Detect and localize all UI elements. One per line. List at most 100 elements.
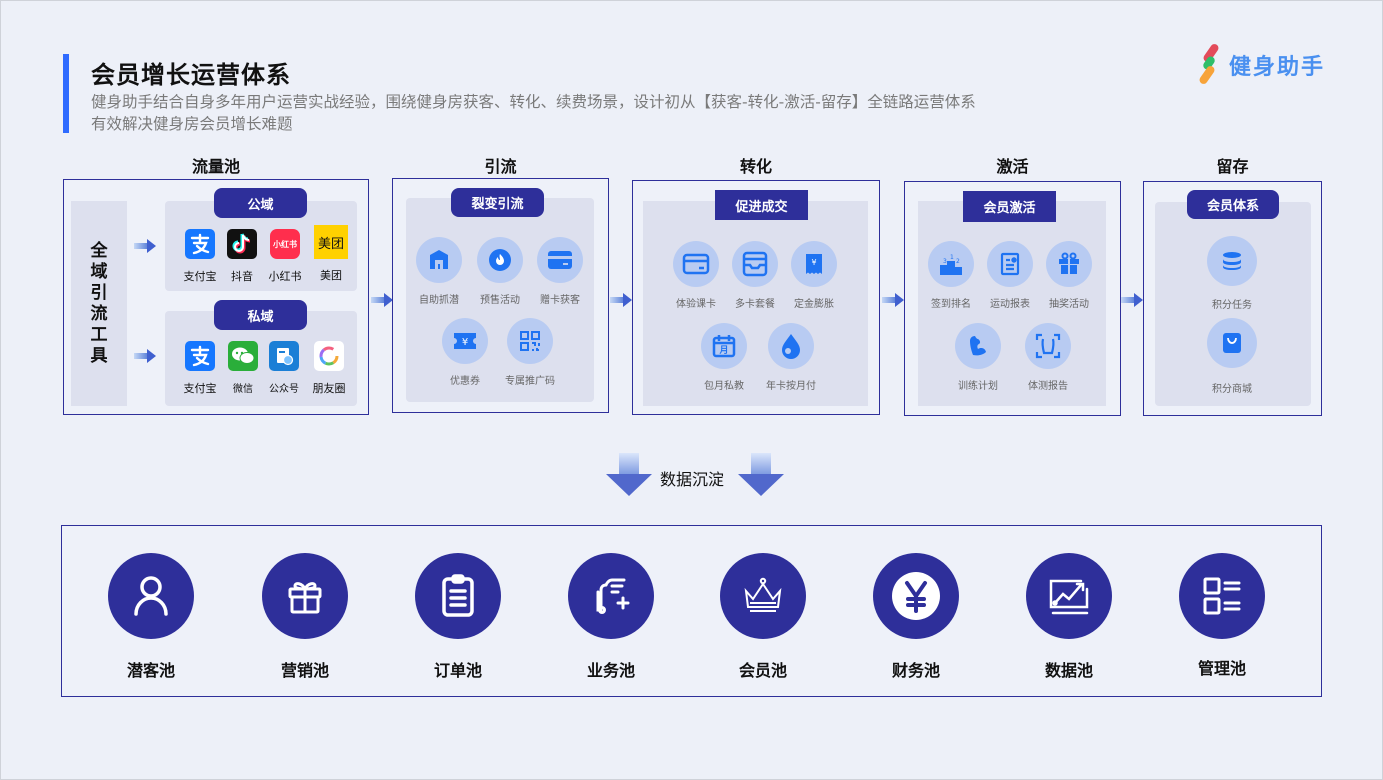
arrow-right-icon: [134, 239, 156, 253]
feature-trial-card[interactable]: 体验课卡: [661, 241, 731, 310]
drop-icon: [768, 323, 814, 369]
card-icon: [537, 237, 583, 283]
pool-label: 订单池: [433, 661, 482, 680]
app-official-account[interactable]: 公众号: [259, 341, 309, 395]
douyin-icon: [227, 229, 257, 259]
app-alipay-public[interactable]: 支付宝: [175, 229, 225, 284]
tool-char: 具: [90, 345, 108, 366]
feature-self-capture[interactable]: 自助抓潜: [404, 237, 474, 306]
feature-coupon[interactable]: ¥ 优惠券: [430, 318, 500, 387]
pool-members[interactable]: 会员池: [708, 553, 818, 681]
arrow-right-icon: [610, 293, 632, 307]
feature-points-task[interactable]: 积分任务: [1197, 236, 1267, 311]
feature-lottery[interactable]: 抽奖活动: [1034, 241, 1104, 310]
feature-body-test[interactable]: 体测报告: [1013, 323, 1083, 392]
coupon-icon: ¥: [442, 318, 488, 364]
arrow-right-icon: [1121, 293, 1143, 307]
feature-gift-card[interactable]: 赠卡获客: [525, 237, 595, 306]
app-label: 朋友圈: [312, 382, 346, 395]
brand-logo: 健身助手: [1197, 42, 1326, 86]
business-icon: [568, 553, 654, 639]
retain-pill: 会员体系: [1187, 190, 1279, 219]
gift-icon: [1046, 241, 1092, 287]
svg-text:¥: ¥: [462, 337, 468, 348]
pool-orders[interactable]: 订单池: [403, 553, 513, 681]
app-label: 抖音: [231, 270, 253, 283]
list-grid-icon: [1179, 553, 1265, 639]
omni-channel-tool-label: 全 域 引 流 工 具: [71, 201, 127, 406]
app-douyin[interactable]: 抖音: [217, 229, 267, 284]
stage-heading-convert: 转化: [739, 157, 772, 176]
pool-label: 财务池: [891, 661, 940, 680]
feature-label: 签到排名: [931, 299, 971, 310]
pool-business[interactable]: 业务池: [556, 553, 666, 681]
svg-text:3: 3: [943, 258, 947, 265]
svg-text:月: 月: [718, 345, 728, 356]
feature-sport-report[interactable]: 运动报表: [975, 241, 1045, 310]
feature-label: 年卡按月付: [766, 381, 816, 392]
tool-char: 工: [90, 324, 108, 345]
data-pools-panel: [61, 525, 1322, 697]
logo-text: 健身助手: [1229, 55, 1326, 80]
pool-data[interactable]: 数据池: [1014, 553, 1124, 681]
feature-deposit[interactable]: ¥ 定金膨胀: [779, 241, 849, 310]
body-scan-icon: [1025, 323, 1071, 369]
app-alipay-private[interactable]: 支付宝: [175, 341, 225, 396]
app-label: 公众号: [269, 384, 299, 395]
feature-label: 积分商城: [1212, 384, 1252, 395]
calendar-month-icon: 月: [701, 323, 747, 369]
stage-heading-acquire: 引流: [484, 157, 517, 176]
feature-label: 定金膨胀: [794, 299, 834, 310]
acquire-pill: 裂变引流: [451, 188, 544, 217]
feature-label: 自助抓潜: [419, 295, 459, 306]
app-meituan[interactable]: 美团 美团: [306, 225, 356, 283]
pool-finance[interactable]: 财务池: [861, 553, 971, 681]
card-bundle-icon: [732, 241, 778, 287]
feature-label: 体验课卡: [676, 299, 716, 310]
app-label: 支付宝: [183, 270, 217, 283]
feature-presale[interactable]: 预售活动: [465, 237, 535, 306]
report-icon: [987, 241, 1033, 287]
logo-mark-icon: [1197, 42, 1223, 86]
official-account-icon: [269, 341, 299, 371]
gift-icon: [262, 553, 348, 639]
yen-icon: [873, 553, 959, 639]
subtitle-line-2: 有效解决健身房会员增长难题: [91, 115, 293, 133]
alipay-icon: [185, 229, 215, 259]
private-domain-pill: 私域: [214, 300, 307, 330]
page-subtitle: 健身助手结合自身多年用户运营实战经验，围绕健身房获客、转化、续费场景，设计初从【…: [91, 91, 976, 135]
subtitle-line-1: 健身助手结合自身多年用户运营实战经验，围绕健身房获客、转化、续费场景，设计初从【…: [91, 93, 976, 111]
card-icon: [673, 241, 719, 287]
moments-icon: [314, 341, 344, 371]
shopping-bag-icon: [1207, 318, 1257, 368]
tool-char: 域: [90, 261, 108, 282]
xiaohongshu-icon-text: 小红书: [273, 239, 297, 249]
feature-monthly-pt[interactable]: 月 包月私教: [689, 323, 759, 392]
feature-points-mall[interactable]: 积分商城: [1197, 318, 1267, 395]
wechat-icon: [228, 341, 258, 371]
user-icon: [108, 553, 194, 639]
arrow-right-icon: [134, 349, 156, 363]
tool-char: 流: [90, 303, 108, 324]
feature-label: 预售活动: [480, 295, 520, 306]
svg-text:¥: ¥: [811, 258, 816, 267]
coins-stack-icon: [1207, 236, 1257, 286]
app-xiaohongshu[interactable]: 小红书 小红书: [260, 229, 310, 284]
feature-label: 运动报表: [990, 299, 1030, 310]
pool-management[interactable]: 管理池: [1167, 553, 1277, 679]
meituan-icon: 美团: [314, 225, 348, 259]
app-label: 美团: [320, 269, 342, 282]
feature-annual-monthly[interactable]: 年卡按月付: [756, 323, 826, 392]
feature-promo-code[interactable]: 专属推广码: [495, 318, 565, 387]
pool-marketing[interactable]: 营销池: [250, 553, 360, 681]
app-wechat[interactable]: 微信: [218, 341, 268, 395]
feature-multi-card[interactable]: 多卡套餐: [720, 241, 790, 310]
arrow-right-icon: [371, 293, 393, 307]
pool-prospects[interactable]: 潜客池: [96, 553, 206, 681]
app-moments[interactable]: 朋友圈: [304, 341, 354, 396]
meituan-icon-text: 美团: [317, 236, 344, 252]
arrow-down-icon: [738, 453, 784, 497]
feature-training-plan[interactable]: 训练计划: [943, 323, 1013, 392]
